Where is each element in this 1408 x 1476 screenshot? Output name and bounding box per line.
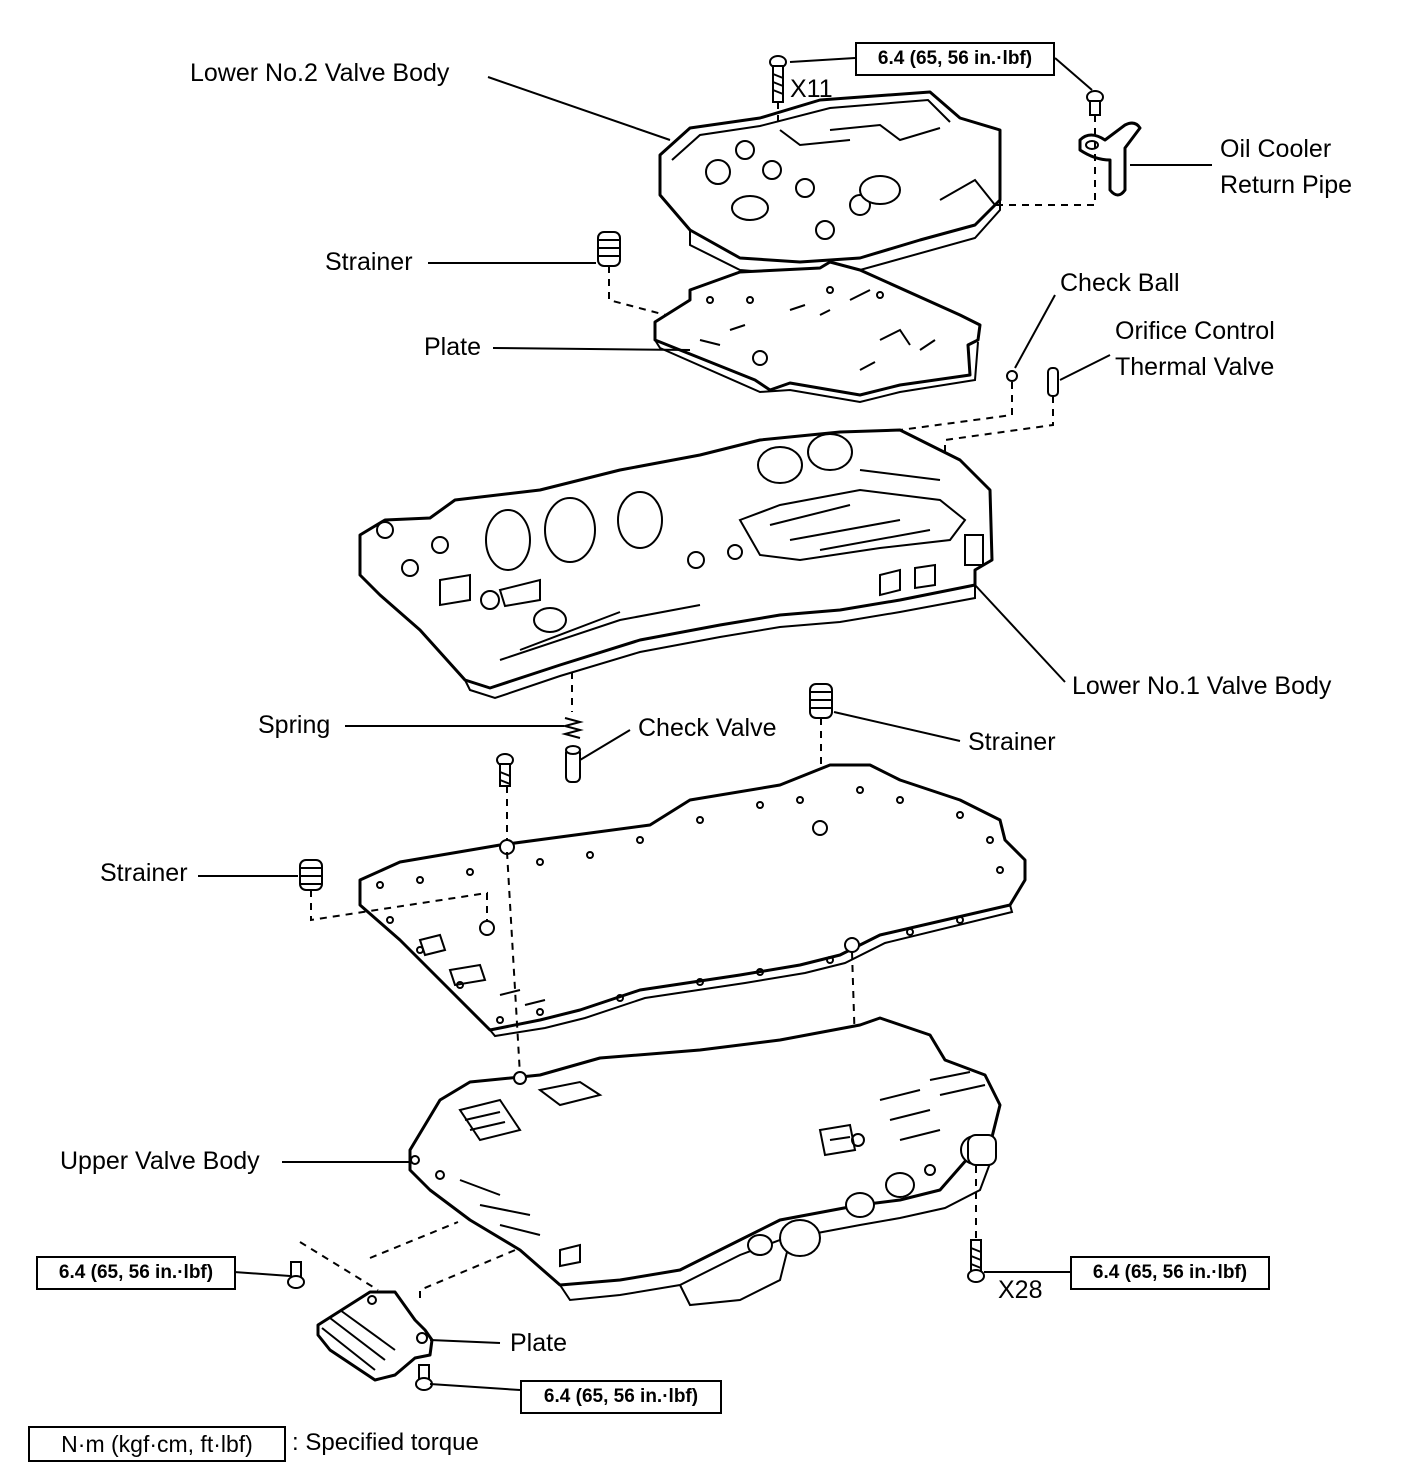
bolt-plate-left-icon [496,753,514,787]
label-oil-cooler: Oil Cooler [1220,135,1332,163]
oil-cooler-return-pipe-part [1078,90,1142,197]
label-orifice-control: Orifice Control [1115,317,1275,345]
label-return-pipe: Return Pipe [1220,171,1353,199]
label-strainer-top: Strainer [325,248,413,276]
label-lower-no2-valve-body: Lower No.2 Valve Body [190,59,450,87]
label-strainer-left: Strainer [100,859,188,887]
orifice-thermal-valve-icon [1047,367,1059,397]
label-x11: X11 [790,75,833,103]
strainer-left-icon [299,859,323,891]
torque-box-left: 6.4 (65, 56 in.·lbf) [36,1256,236,1290]
separator-plate-top-part [653,260,982,404]
torque-box-right: 6.4 (65, 56 in.·lbf) [1070,1256,1270,1290]
bolt-x11-icon [769,55,787,103]
bolt-bottom-plate-icon [415,1364,433,1391]
label-check-valve: Check Valve [638,714,777,742]
detent-plate-part [316,1290,434,1382]
label-x28: X28 [998,1276,1043,1304]
torque-box-bottom: 6.4 (65, 56 in.·lbf) [520,1380,722,1414]
spring-icon [561,717,584,739]
upper-valve-body-part [408,1016,1002,1307]
strainer-top-icon [597,231,621,267]
separator-plate-lower-part [358,763,1027,1038]
torque-box-top: 6.4 (65, 56 in.·lbf) [855,42,1055,76]
label-check-ball: Check Ball [1060,269,1180,297]
bolt-bottom-left-icon [287,1261,305,1289]
check-valve-icon [565,745,581,783]
lower-no2-valve-body-part [658,90,1002,277]
legend-unit-box: N·m (kgf·cm, ft·lbf) [28,1426,286,1462]
label-upper-valve-body: Upper Valve Body [60,1147,260,1175]
check-ball-icon [1006,370,1018,382]
bolt-x28-icon [967,1239,985,1283]
legend-description: : Specified torque [292,1429,479,1456]
label-spring: Spring [258,711,331,739]
label-plate-top: Plate [424,333,481,361]
label-plate-bottom: Plate [510,1329,567,1357]
strainer-right-icon [809,683,833,719]
lower-no1-valve-body-part [358,428,994,700]
label-strainer-right: Strainer [968,728,1056,756]
label-lower-no1-valve-body: Lower No.1 Valve Body [1072,672,1332,700]
label-thermal-valve: Thermal Valve [1115,353,1275,381]
